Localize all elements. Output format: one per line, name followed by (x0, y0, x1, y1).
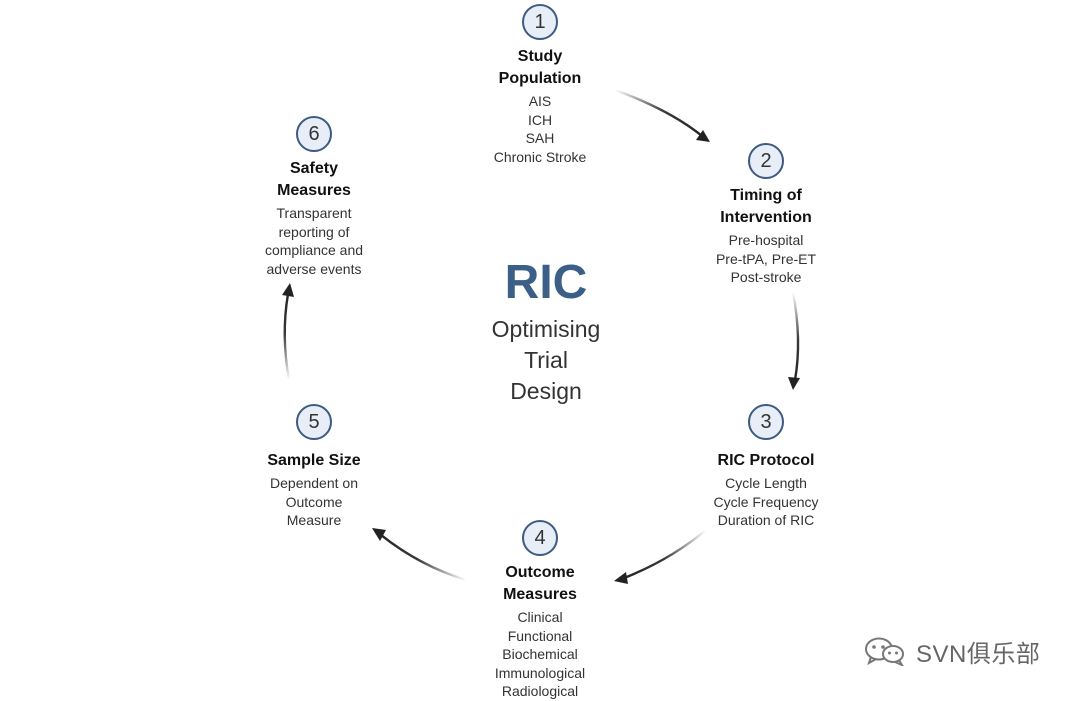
wechat-icon (865, 637, 904, 666)
step-title: RIC Protocol (717, 452, 815, 469)
step-title: Sample Size (267, 452, 361, 469)
step-sample-size: 5 Sample Size Dependent on Outcome Measu… (254, 404, 374, 530)
step-number-badge: 3 (748, 404, 784, 440)
step-number-badge: 6 (296, 116, 332, 152)
step-details: Clinical Functional Biochemical Immunolo… (494, 609, 586, 700)
arrow-3-to-4 (614, 529, 707, 584)
center-title: RIC Optimising Trial Design (460, 252, 632, 407)
step-ric-protocol: 3 RIC Protocol Cycle Length Cycle Freque… (701, 404, 831, 530)
arrow-4-to-5 (372, 528, 467, 582)
center-subtitle-line: Design (510, 378, 582, 404)
watermark-text: SVN俱乐部 (916, 640, 1041, 668)
step-details: Pre-hospital Pre-tPA, Pre-ET Post-stroke (715, 232, 817, 286)
step-title: Study Population (498, 48, 582, 87)
center-acronym: RIC (504, 256, 588, 309)
arrow-1-to-2 (614, 88, 710, 142)
step-title: Timing of Intervention (720, 187, 812, 226)
step-number-badge: 5 (296, 404, 332, 440)
step-timing-of-intervention: 2 Timing of Intervention Pre-hospital Pr… (700, 143, 832, 287)
step-number-badge: 4 (522, 520, 558, 556)
center-subtitle-line: Optimising (491, 316, 601, 342)
step-details: Dependent on Outcome Measure (270, 475, 358, 529)
arrow-2-to-3 (788, 291, 800, 390)
step-outcome-measures: 4 Outcome Measures Clinical Functional B… (475, 520, 605, 701)
watermark: SVN俱乐部 (862, 634, 1040, 668)
step-details: Transparent reporting of compliance and … (264, 205, 364, 277)
step-title: Safety Measures (277, 160, 351, 199)
step-number-badge: 1 (522, 4, 558, 40)
step-study-population: 1 Study Population AIS ICH SAH Chronic S… (470, 4, 610, 166)
step-details: Cycle Length Cycle Frequency Duration of… (713, 475, 819, 529)
arrow-5-to-6 (282, 283, 294, 381)
step-details: AIS ICH SAH Chronic Stroke (493, 93, 587, 165)
step-title: Outcome Measures (503, 564, 577, 603)
step-safety-measures: 6 Safety Measures Transparent reporting … (254, 116, 374, 278)
center-subtitle-line: Trial (524, 347, 568, 373)
step-number-badge: 2 (748, 143, 784, 179)
